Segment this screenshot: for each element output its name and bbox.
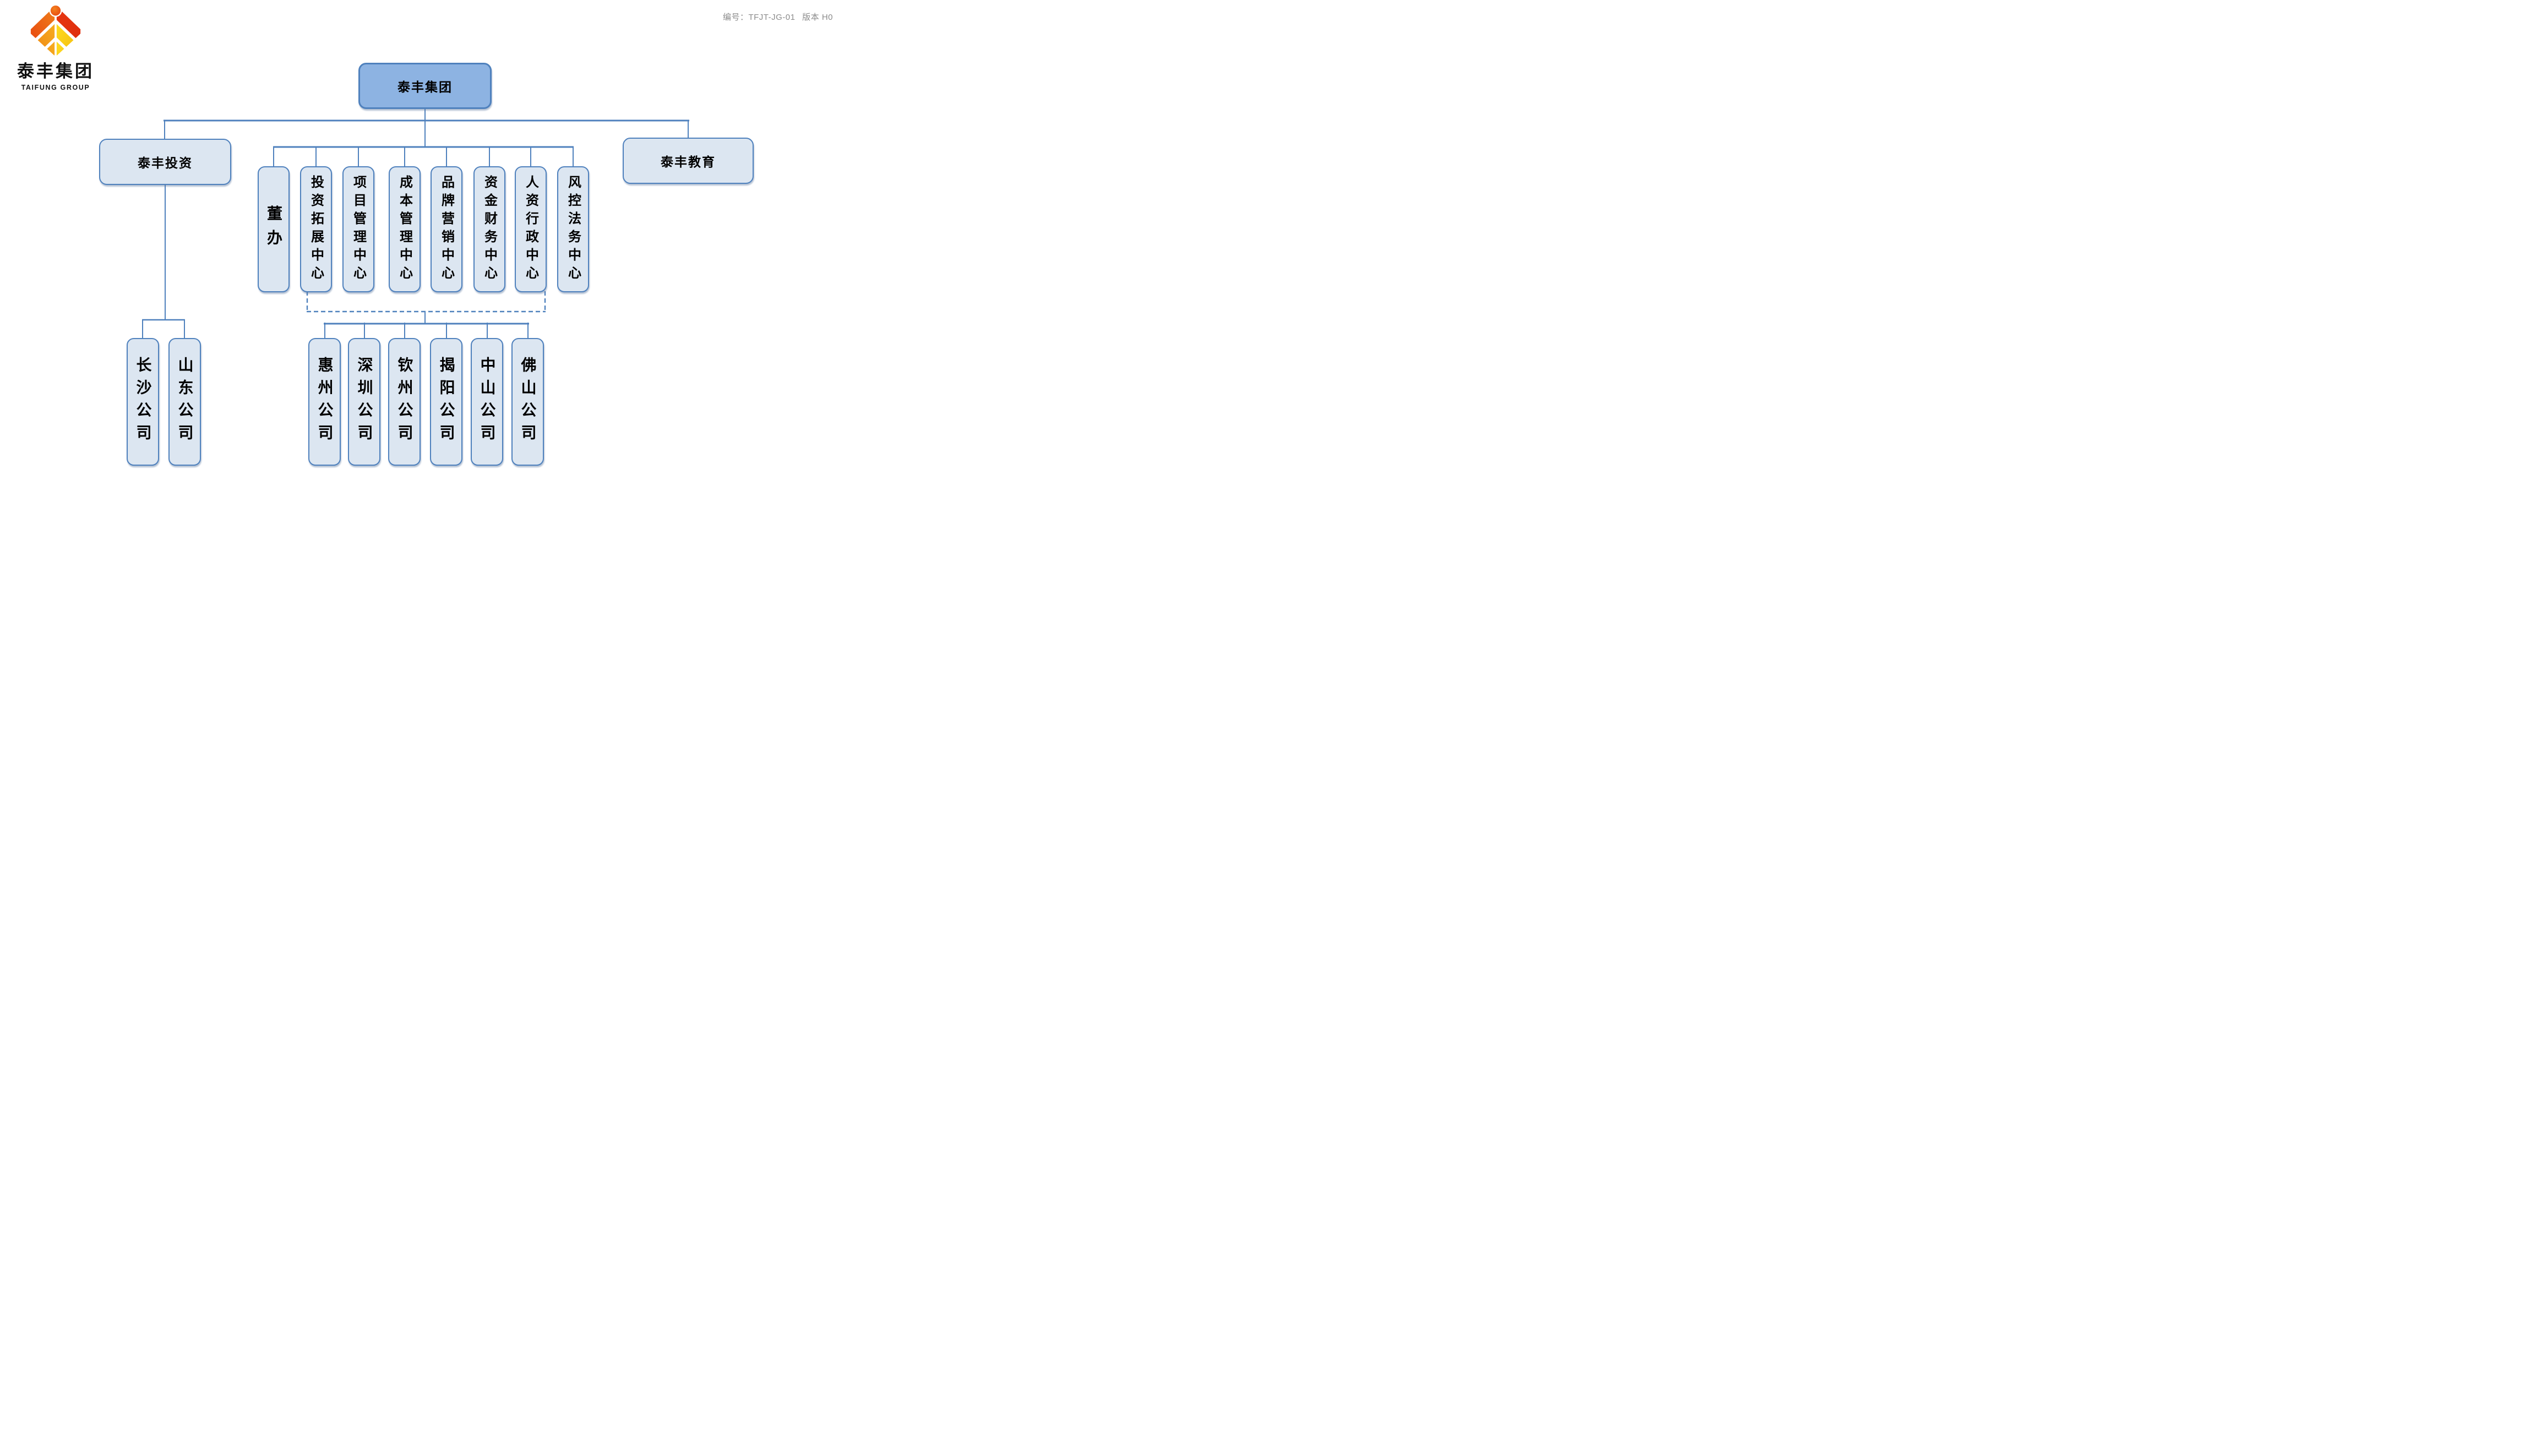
node-dept-risk-legal-label: 风控法务中心 [565,174,581,284]
node-taifung-investment-label: 泰丰投资 [138,156,193,170]
node-company-foshan: 佛山公司 [511,338,544,466]
node-company-qinzhou: 钦州公司 [388,338,421,466]
org-chart-page: 泰丰集团 TAIFUNG GROUP 编号：TFJT-JG-01 版本 H0 [0,0,846,486]
node-dept-brand-marketing-center: 品牌营销中心 [431,166,462,292]
wheat-emblem-icon [30,4,81,56]
node-taifung-investment: 泰丰投资 [99,139,231,185]
node-dept-brand-marketing-label: 品牌营销中心 [439,174,454,284]
node-dept-board-office: 董办 [258,166,290,292]
node-dept-board-office-label: 董办 [265,205,282,254]
node-dept-finance-treasury-center: 资金财务中心 [473,166,505,292]
node-group-root: 泰丰集团 [358,63,492,109]
node-dept-risk-legal-center: 风控法务中心 [557,166,589,292]
node-dept-hr-admin-center: 人资行政中心 [515,166,547,292]
node-taifung-education-label: 泰丰教育 [661,155,716,169]
node-company-shenzhen: 深圳公司 [348,338,380,466]
node-company-changsha: 长沙公司 [127,338,159,466]
node-company-qinzhou-label: 钦州公司 [396,357,413,447]
node-company-jieyang: 揭阳公司 [430,338,462,466]
logo-company-name-en: TAIFUNG GROUP [21,84,90,91]
document-code: 编号：TFJT-JG-01 版本 H0 [723,11,833,23]
node-dept-project-management-label: 项目管理中心 [351,174,366,284]
node-company-zhongshan-label: 中山公司 [478,357,496,447]
node-dept-investment-expansion-label: 投资拓展中心 [308,174,324,284]
node-company-huizhou: 惠州公司 [308,338,341,466]
node-dept-finance-treasury-label: 资金财务中心 [482,174,497,284]
node-company-changsha-label: 长沙公司 [134,357,152,447]
node-company-jieyang-label: 揭阳公司 [438,357,455,447]
node-dept-hr-admin-label: 人资行政中心 [523,174,538,284]
logo-company-name-cn: 泰丰集团 [17,62,94,81]
node-company-zhongshan: 中山公司 [471,338,503,466]
node-company-shandong-label: 山东公司 [176,357,194,447]
node-taifung-education: 泰丰教育 [623,138,754,184]
document-number: 编号：TFJT-JG-01 [722,13,796,22]
node-company-foshan-label: 佛山公司 [519,357,537,447]
node-dept-project-management-center: 项目管理中心 [342,166,374,292]
node-dept-cost-management-label: 成本管理中心 [397,174,412,284]
node-company-shandong: 山东公司 [168,338,201,466]
company-logo: 泰丰集团 TAIFUNG GROUP [15,4,96,91]
node-company-huizhou-label: 惠州公司 [316,357,334,447]
node-dept-cost-management-center: 成本管理中心 [389,166,421,292]
document-version: 版本 H0 [802,13,833,22]
node-group-root-label: 泰丰集团 [397,80,453,94]
node-company-shenzhen-label: 深圳公司 [356,357,373,447]
node-dept-investment-expansion-center: 投资拓展中心 [300,166,332,292]
connector-lines [142,108,689,339]
